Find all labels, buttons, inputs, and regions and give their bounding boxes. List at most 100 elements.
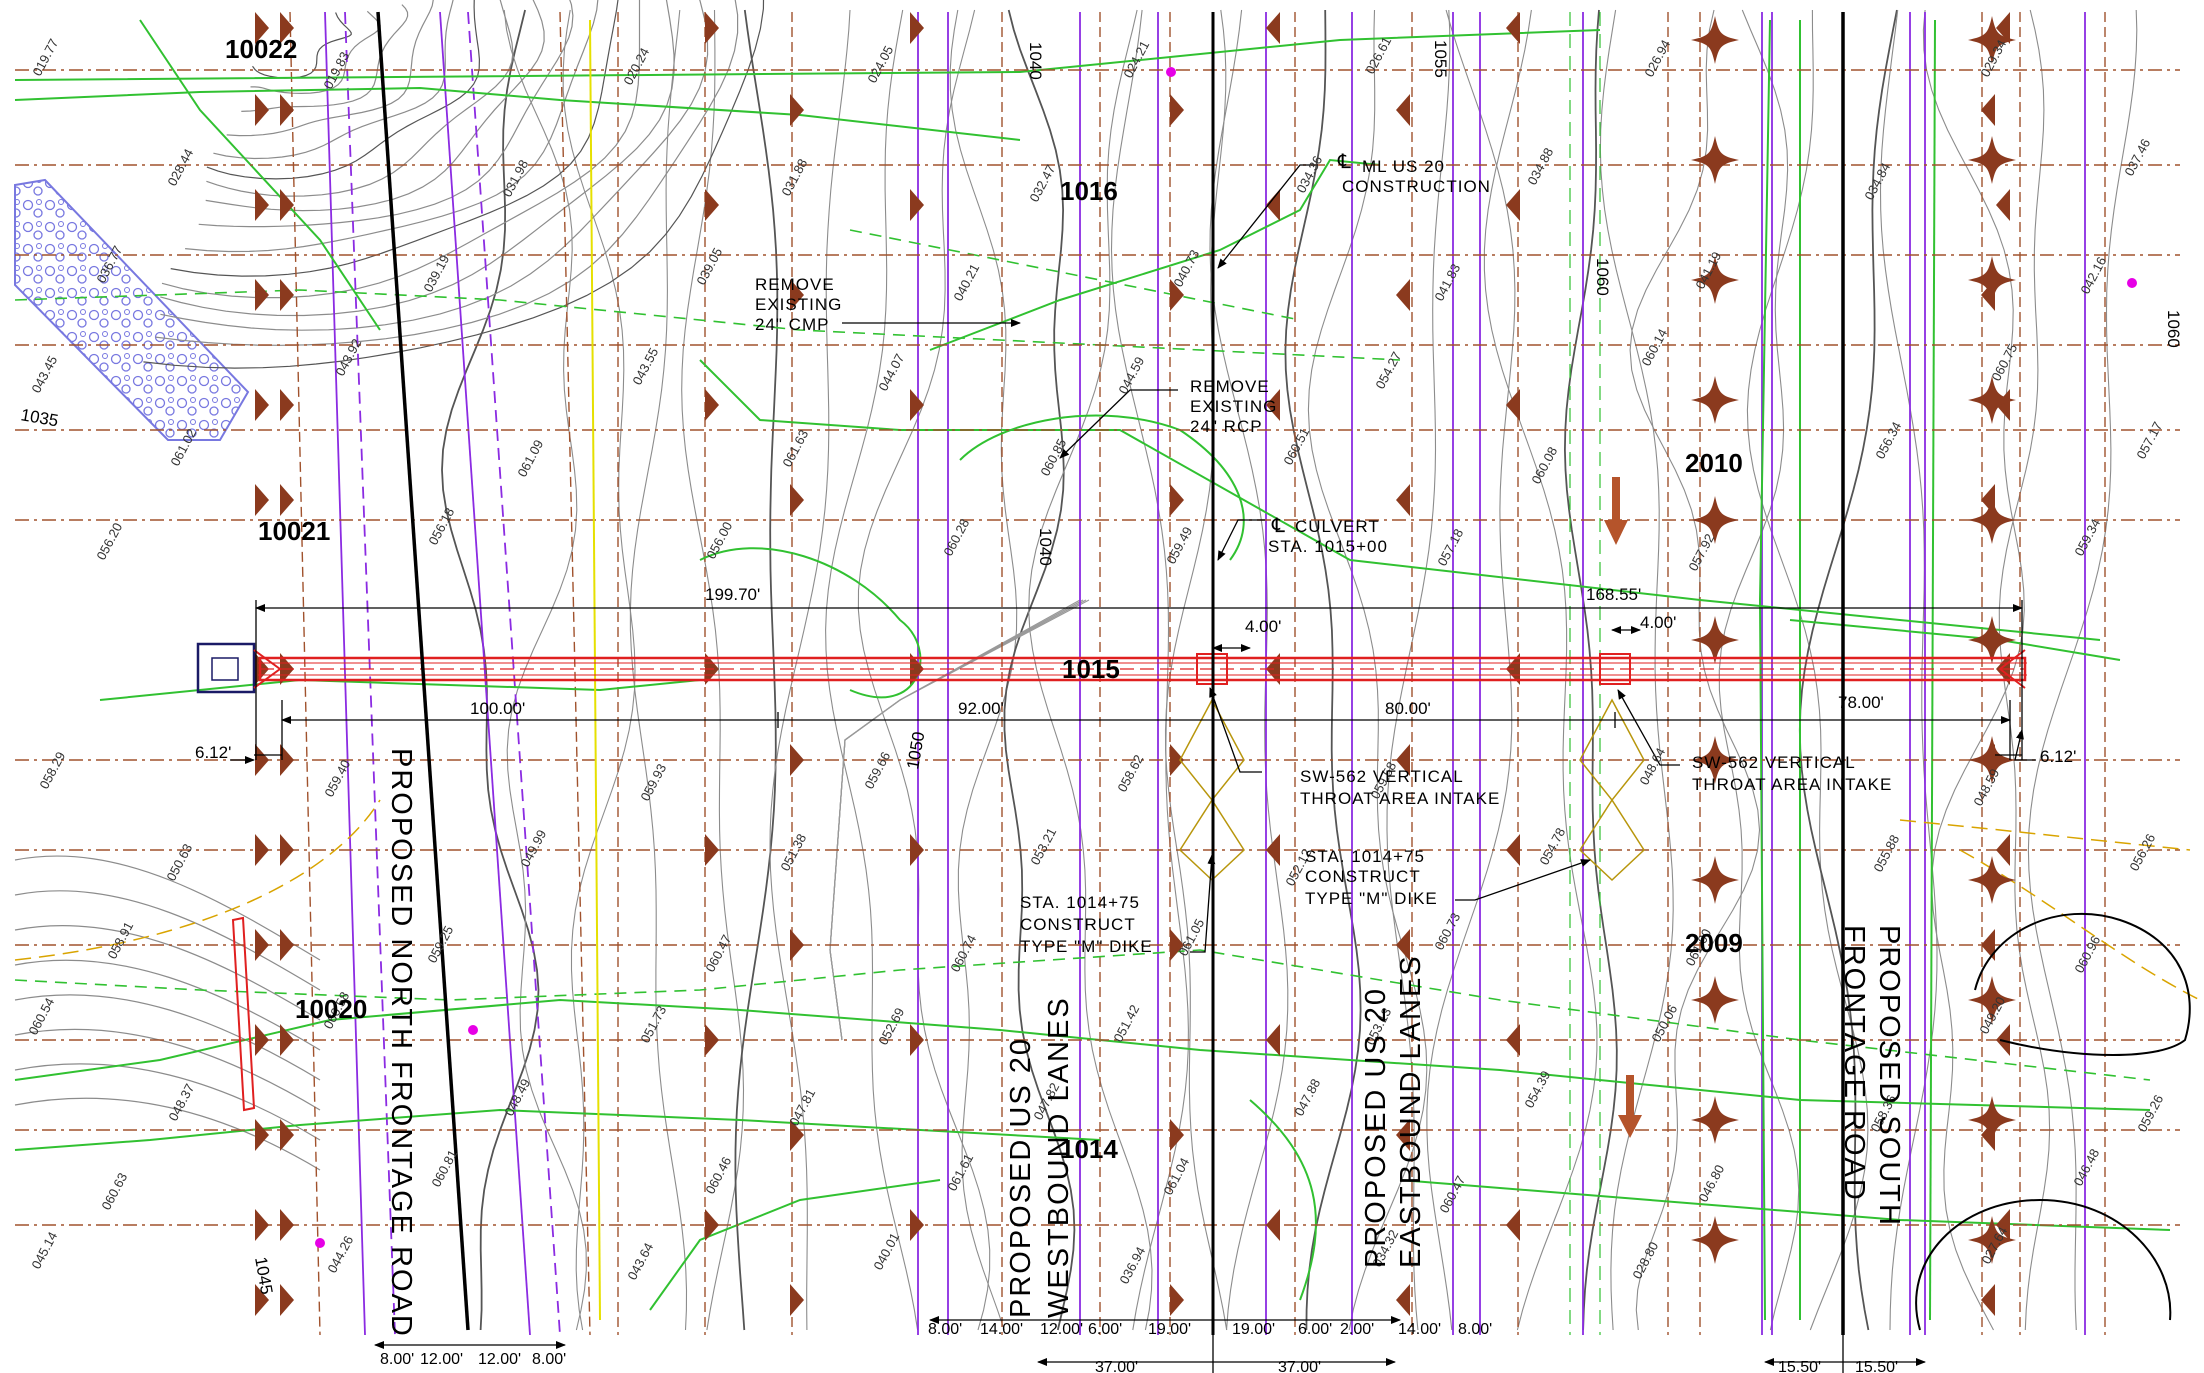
alignment-line xyxy=(289,11,321,1336)
dike-label: CONSTRUCT xyxy=(1020,915,1136,934)
elevation-label: 040.73 xyxy=(1170,247,1202,289)
contour-line xyxy=(1718,9,1800,1331)
contour-line xyxy=(185,0,599,253)
dim-8-00: 8.00' xyxy=(380,1351,414,1368)
contour-line xyxy=(226,0,434,137)
elevation-label: 059.34 xyxy=(2071,516,2103,558)
contour-line xyxy=(198,0,574,228)
culvert-pipe xyxy=(196,642,2027,694)
diamond-marker xyxy=(1968,376,2016,424)
slope-triangle-marker xyxy=(255,834,269,866)
slope-triangle-marker xyxy=(705,834,719,866)
culvert-label: STA. 1015+00 xyxy=(1268,537,1388,556)
ditch-lines xyxy=(14,229,2151,1081)
contour-line xyxy=(14,994,321,1081)
alignment-line xyxy=(439,11,531,1336)
slope-triangle-marker xyxy=(1170,1119,1184,1151)
remove-rcp-label: REMOVE xyxy=(1190,377,1270,396)
slope-triangle-marker xyxy=(790,1284,804,1316)
slope-triangle-marker xyxy=(280,189,294,221)
diamond-markers xyxy=(1691,16,2016,1264)
elevation-label: 056.34 xyxy=(1872,419,1904,461)
elevation-label: 052.69 xyxy=(875,1005,907,1047)
sw562-intake-label: THROAT AREA INTAKE xyxy=(1692,775,1892,794)
slope-triangle-marker xyxy=(1396,1284,1410,1316)
slope-triangle-marker xyxy=(280,94,294,126)
slope-triangle-marker xyxy=(255,389,269,421)
slope-triangle-marker xyxy=(910,653,924,685)
slope-triangle-marker xyxy=(255,1209,269,1241)
diamond-marker xyxy=(1968,256,2016,304)
contour-label: 1040 xyxy=(1026,42,1045,80)
small-pipe xyxy=(231,916,256,1112)
slope-triangle-marker xyxy=(1506,389,1520,421)
slope-triangle-marker xyxy=(1506,189,1520,221)
slope-triangle-marker xyxy=(255,279,269,311)
contour-line xyxy=(1798,9,1898,1331)
slope-triangle-marker xyxy=(1170,929,1184,961)
contour-line xyxy=(241,4,409,112)
dimension-lines xyxy=(254,600,2023,1373)
dim-2-00: 2.00' xyxy=(1340,1321,1374,1338)
contour-line xyxy=(143,0,765,369)
station-2009: 2009 xyxy=(1685,928,1743,958)
slope-triangle-marker xyxy=(255,1284,269,1316)
contour-label: 1055 xyxy=(1431,40,1450,78)
station-1016: 1016 xyxy=(1060,176,1118,206)
contour-line xyxy=(170,0,619,277)
remove-cmp-label: 24" CMP xyxy=(755,315,829,334)
elevation-label: 057.18 xyxy=(1434,526,1466,568)
elevation-label: 059.26 xyxy=(2134,1092,2166,1134)
slope-triangle-marker xyxy=(910,834,924,866)
dim-4-00: 4.00' xyxy=(1245,617,1281,636)
elevation-label: 049.99 xyxy=(517,827,549,869)
slope-triangle-marker xyxy=(280,484,294,516)
slope-triangle-marker xyxy=(705,189,719,221)
contour-line xyxy=(681,9,745,1331)
elevation-label: 020.24 xyxy=(620,45,652,87)
elevation-label: 056.26 xyxy=(2126,831,2158,873)
elevation-label: 060.14 xyxy=(1638,326,1670,368)
diamond-marker xyxy=(1691,1096,1739,1144)
contour-line xyxy=(160,0,675,317)
remove-cmp-label: EXISTING xyxy=(755,295,842,314)
dike-label: CONSTRUCT xyxy=(1305,867,1421,886)
elevation-label: 047.81 xyxy=(786,1086,818,1128)
slope-triangle-marker xyxy=(910,1209,924,1241)
remove-cmp-label: REMOVE xyxy=(755,275,835,294)
diamond-marker xyxy=(1968,496,2016,544)
slope-triangle-marker xyxy=(790,279,804,311)
elevation-label: 045.14 xyxy=(28,1229,60,1271)
grading-lines xyxy=(14,19,2171,1321)
slope-triangle-marker xyxy=(1396,929,1410,961)
dim-78-00: 78.00' xyxy=(1838,693,1884,712)
slope-triangle-marker xyxy=(1170,279,1184,311)
yellow-line xyxy=(589,19,601,1321)
elevation-label: 026.61 xyxy=(1362,34,1394,76)
diamond-marker xyxy=(1691,136,1739,184)
sw562-intake-label: SW-562 VERTICAL xyxy=(1692,753,1856,772)
elevation-label: 056.20 xyxy=(93,520,125,562)
slope-triangle-marker xyxy=(255,929,269,961)
culvert-label: CULVERT xyxy=(1295,517,1380,536)
contour-line xyxy=(161,0,641,299)
slope-triangle-marker xyxy=(705,389,719,421)
elevation-label: 056.18 xyxy=(425,505,457,547)
slope-triangle-marker xyxy=(280,1024,294,1056)
slope-triangle-marker xyxy=(705,12,719,44)
slope-triangle-marker xyxy=(1170,484,1184,516)
slope-triangle-marker xyxy=(1981,94,1995,126)
slope-triangle-marker xyxy=(1981,929,1995,961)
slope-triangle-marker xyxy=(280,389,294,421)
right-of-way-lines xyxy=(15,69,2180,1226)
slope-triangle-marker xyxy=(1506,834,1520,866)
dim-6-00: 6.00' xyxy=(1088,1321,1122,1338)
dim-6-12: 6.12' xyxy=(195,743,231,762)
contour-line xyxy=(949,9,1018,1331)
slope-triangle-marker xyxy=(280,929,294,961)
diamond-marker xyxy=(1691,1216,1739,1264)
diamond-marker xyxy=(1968,1096,2016,1144)
dike-label: TYPE "M" DIKE xyxy=(1305,889,1438,908)
elevation-label: 019.77 xyxy=(29,36,61,78)
contour-line xyxy=(1563,9,1618,1331)
